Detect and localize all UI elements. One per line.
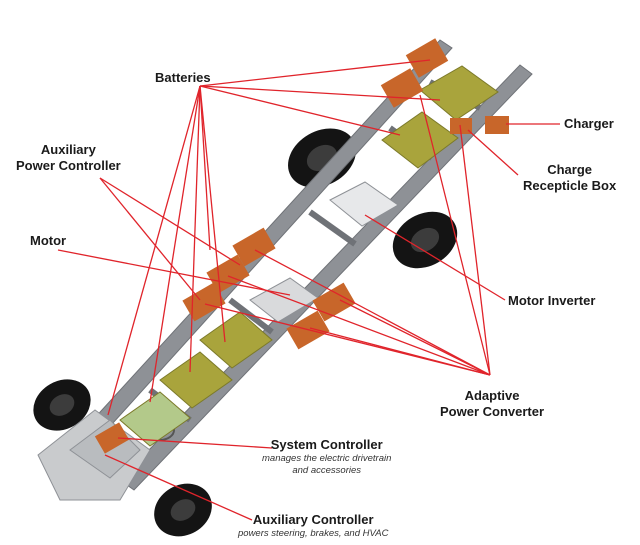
label-auxiliary-controller: Auxiliary Controller powers steering, br… [238,512,389,540]
charger-module [485,116,509,134]
label-motor: Motor [30,233,66,249]
charge-receptacle-line1: Charge [547,162,592,177]
auxiliary-controller-title: Auxiliary Controller [252,512,374,527]
battery-3 [199,311,273,369]
label-charger: Charger [564,116,614,132]
label-system-controller: System Controller manages the electric d… [262,437,391,477]
charge-receptacle-module [450,118,472,134]
leader-lines [57,59,560,521]
label-auxiliary-power-controller: Auxiliary Power Controller [16,142,121,174]
motor-inverter-text: Motor Inverter [508,293,596,308]
battery-5 [119,391,191,447]
charge-receptacle-line2: Recepticle Box [523,178,617,193]
aux-power-module-3 [182,282,226,322]
battery-module-top-1 [405,38,449,78]
battery-packs [119,65,499,447]
label-charge-receptacle-box: Charge Recepticle Box [523,162,616,194]
battery-2 [419,65,499,121]
battery-4 [159,351,233,409]
motor-text: Motor [30,233,67,248]
aux-power-controller-line1: Auxiliary [40,142,96,157]
tires [33,128,458,537]
system-controller-module [94,422,130,454]
system-controller-title: System Controller [270,437,383,452]
aux-power-module-1 [232,227,276,267]
aux-power-controller-line2: Power Controller [16,158,121,173]
battery-module-top-2 [380,68,424,108]
orange-modules [94,38,509,454]
label-adaptive-power-converter: Adaptive Power Converter [440,388,544,420]
label-motor-inverter: Motor Inverter [508,293,595,309]
auxiliary-controller-desc: powers steering, brakes, and HVAC [238,528,389,539]
system-controller-desc-line1: manages the electric drivetrain [262,453,392,464]
system-controller-desc-line2: and accessories [292,465,362,476]
batteries-text: Batteries [155,70,211,85]
battery-1 [381,111,459,169]
adaptive-power-converter-line1: Adaptive [464,388,520,403]
charger-text: Charger [564,116,614,131]
adaptive-power-converter-line2: Power Converter [440,404,545,419]
label-batteries: Batteries [155,70,211,86]
